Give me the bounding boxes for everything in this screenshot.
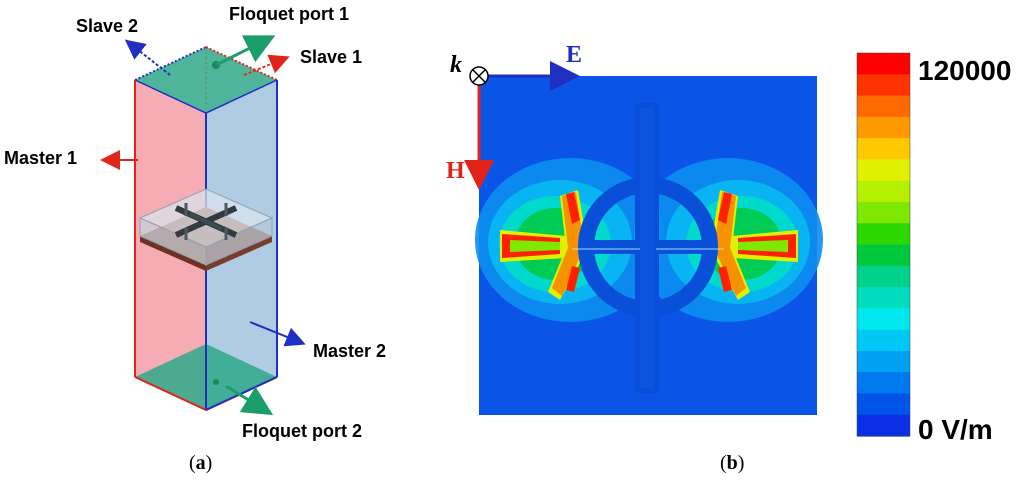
master2-label: Master 2 bbox=[313, 341, 387, 361]
colorbar-band bbox=[857, 53, 910, 75]
colorbar-band bbox=[857, 138, 910, 160]
colorbar-max-label: 120000 bbox=[918, 55, 1012, 86]
colorbar-band bbox=[857, 95, 910, 118]
colorbar-border bbox=[856, 52, 911, 437]
colorbar-band bbox=[857, 159, 910, 182]
floquet-port2-label: Floquet port 2 bbox=[242, 421, 362, 441]
h-label: H bbox=[446, 158, 465, 184]
colorbar-band bbox=[857, 201, 910, 224]
slave2-arrow bbox=[124, 39, 171, 76]
colorbar-band bbox=[857, 74, 910, 97]
slave1-label: Slave 1 bbox=[300, 47, 363, 67]
caption-b: (b) bbox=[720, 452, 745, 474]
floquet1-arrow bbox=[215, 35, 276, 67]
slave2-label: Slave 2 bbox=[76, 16, 139, 36]
master2-arrow bbox=[249, 321, 306, 347]
colorbar-band bbox=[857, 244, 910, 267]
floquet2-arrow bbox=[225, 384, 274, 416]
slave1-arrow bbox=[243, 54, 290, 76]
k-direction-icon bbox=[469, 66, 489, 86]
colorbar-band bbox=[857, 287, 910, 309]
unit-cell-box bbox=[134, 46, 278, 412]
e-label: E bbox=[566, 42, 583, 68]
colorbar-band bbox=[857, 393, 910, 416]
colorbar-band bbox=[857, 308, 910, 331]
master1-label: Master 1 bbox=[4, 148, 78, 168]
metasurface-structure bbox=[138, 188, 274, 271]
caption-a: (a) bbox=[189, 452, 213, 474]
left-hotspot bbox=[500, 190, 588, 300]
colorbar-min-label: 0 V/m bbox=[918, 414, 993, 445]
colorbar-band bbox=[857, 329, 910, 352]
right-hotspot bbox=[710, 190, 798, 300]
colorbar-band bbox=[857, 180, 910, 203]
colorbar-band bbox=[857, 116, 910, 139]
colorbar-band bbox=[857, 265, 910, 288]
colorbar-band bbox=[857, 372, 910, 395]
colorbar-band bbox=[857, 223, 910, 246]
floquet-port1-label: Floquet port 1 bbox=[229, 4, 349, 24]
colorbar-band bbox=[857, 414, 910, 437]
k-label: k bbox=[450, 52, 462, 78]
colorbar bbox=[856, 52, 911, 437]
colorbar-band bbox=[857, 350, 910, 373]
field-plot bbox=[475, 76, 823, 415]
center-resonator bbox=[572, 103, 724, 393]
